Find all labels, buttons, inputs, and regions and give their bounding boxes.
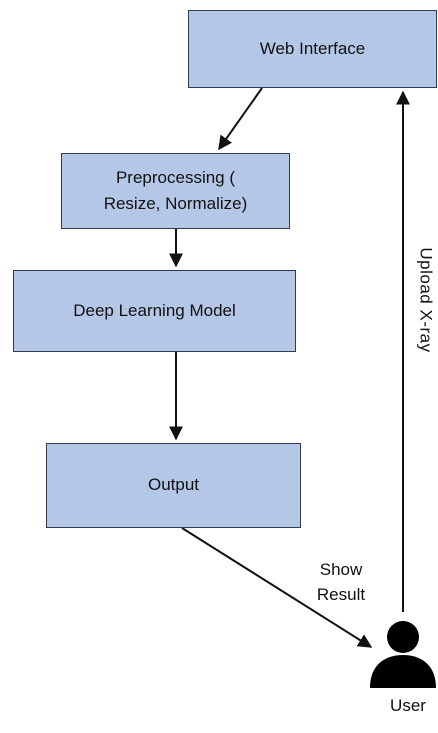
arrow-web-to-preprocessing xyxy=(218,87,263,151)
node-deep-learning-model: Deep Learning Model xyxy=(13,270,296,352)
arrow-output-to-user xyxy=(181,527,373,648)
node-output-label: Output xyxy=(147,475,200,495)
node-web-interface-label: Web Interface xyxy=(259,38,366,58)
node-preprocessing-label-line1: Preprocessing ( xyxy=(115,167,236,187)
node-preprocessing: Preprocessing ( Resize, Normalize) xyxy=(61,153,290,229)
user-icon xyxy=(370,621,436,688)
node-preprocessing-label-line2: Resize, Normalize) xyxy=(103,194,248,213)
edge-label-upload-xray: Upload X-ray xyxy=(416,247,436,353)
node-user-label: User xyxy=(390,696,426,715)
node-deep-learning-model-label: Deep Learning Model xyxy=(73,300,236,320)
edge-label-show-result: Show Result xyxy=(305,558,377,607)
edge-label-show-result-line1: Show xyxy=(319,560,363,579)
node-output: Output xyxy=(46,443,301,528)
edge-label-show-result-line2: Result xyxy=(316,584,366,604)
node-web-interface: Web Interface xyxy=(188,10,437,88)
